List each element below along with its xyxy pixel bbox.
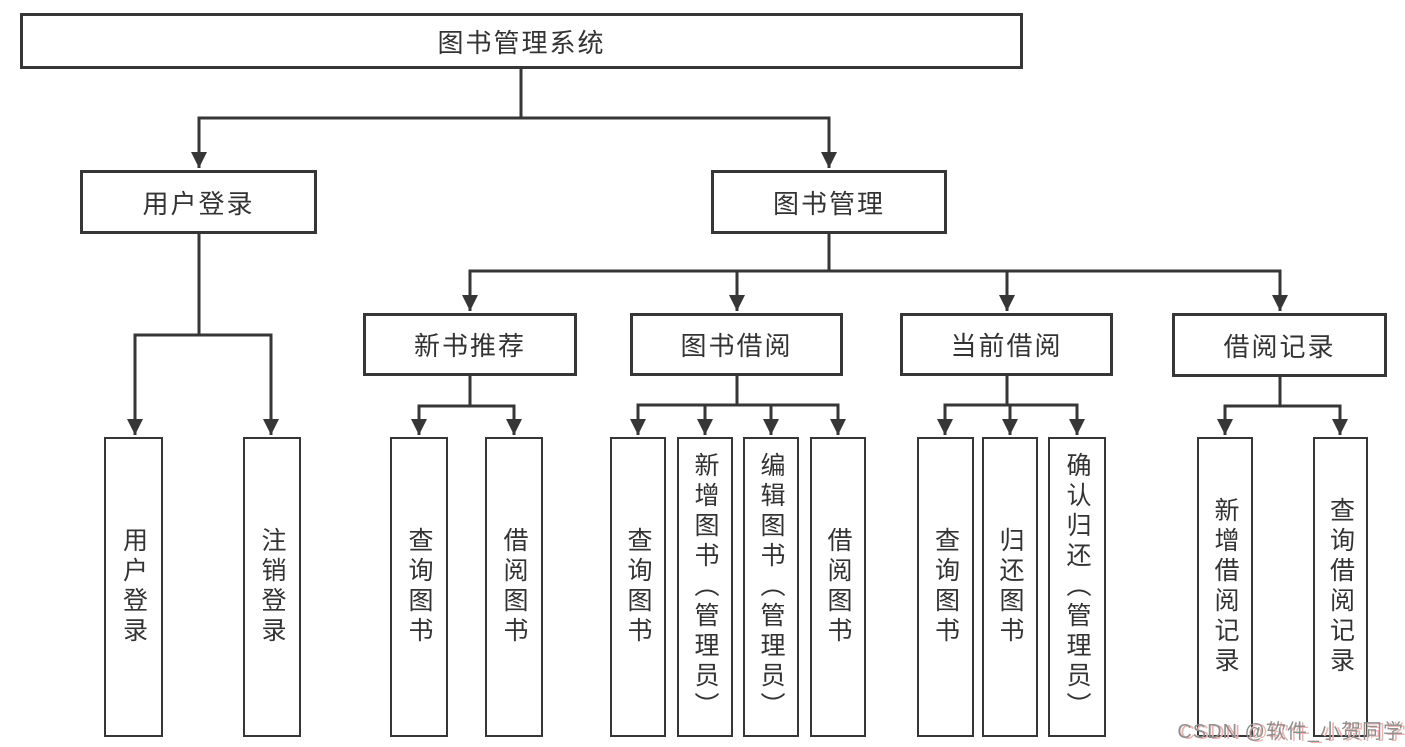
leaf-edit-book-admin: 编辑图书（管理员） bbox=[743, 437, 799, 737]
watermark: CSDN @软件_小贺同学 bbox=[1177, 721, 1404, 743]
connector-arrows bbox=[127, 118, 1348, 435]
node-current-borrowing: 当前借阅 bbox=[900, 313, 1113, 376]
leaf-logout: 注销登录 bbox=[243, 437, 301, 737]
leaf-borrow-books-newbook: 借阅图书 bbox=[485, 437, 543, 737]
node-user-login: 用户登录 bbox=[80, 170, 317, 234]
leaf-query-books-current: 查询图书 bbox=[917, 437, 974, 737]
leaf-query-borrow-record: 查询借阅记录 bbox=[1313, 437, 1368, 737]
connector-currentborrow-children bbox=[943, 374, 1079, 407]
node-root: 图书管理系统 bbox=[20, 13, 1023, 69]
leaf-return-book: 归还图书 bbox=[982, 437, 1038, 737]
connector-newbook-children bbox=[417, 374, 516, 408]
connector-record-children bbox=[1223, 375, 1342, 408]
node-book-borrowing: 图书借阅 bbox=[630, 313, 843, 376]
leaf-query-books-borrowing: 查询图书 bbox=[610, 437, 666, 737]
connector-userlogin-children bbox=[133, 232, 273, 337]
connector-bookmgmt-children bbox=[468, 232, 1282, 273]
leaf-user-login: 用户登录 bbox=[104, 437, 163, 737]
leaf-query-books-newbook: 查询图书 bbox=[390, 437, 448, 737]
connector-root-to-level2 bbox=[197, 67, 831, 120]
node-borrowing-records: 借阅记录 bbox=[1172, 313, 1387, 377]
leaf-confirm-return-admin: 确认归还（管理员） bbox=[1048, 437, 1106, 737]
leaf-add-book-admin: 新增图书（管理员） bbox=[677, 437, 733, 737]
connector-bookborrow-children bbox=[636, 374, 840, 407]
node-new-book-recommend: 新书推荐 bbox=[363, 313, 577, 376]
leaf-borrow-books-borrowing: 借阅图书 bbox=[810, 437, 866, 737]
node-book-management: 图书管理 bbox=[711, 170, 947, 234]
leaf-add-borrow-record: 新增借阅记录 bbox=[1197, 437, 1253, 737]
